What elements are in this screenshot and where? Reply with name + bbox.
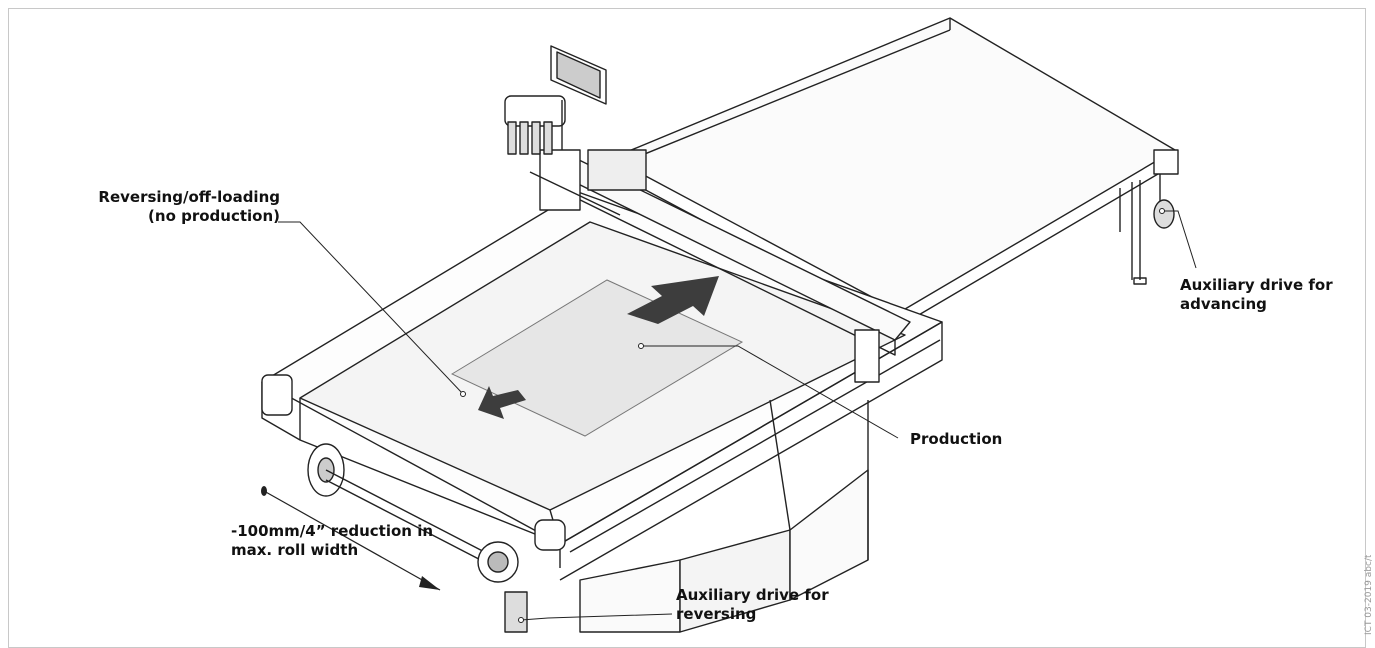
label-aux-advancing-line1: Auxiliary drive for bbox=[1180, 276, 1333, 295]
label-aux-drive-reversing: Auxiliary drive for reversing bbox=[676, 586, 829, 624]
label-aux-advancing-line2: advancing bbox=[1180, 295, 1333, 314]
label-roll-width-reduction: -100mm/4” reduction in max. roll width bbox=[231, 522, 433, 560]
label-reversing-line2: (no production) bbox=[40, 207, 280, 226]
side-reference-code: ICT 03-2019 abc/tms bbox=[1361, 555, 1375, 635]
label-production: Production bbox=[910, 430, 1002, 449]
label-aux-drive-advancing: Auxiliary drive for advancing bbox=[1180, 276, 1333, 314]
side-code-text: ICT 03-2019 abc/tms bbox=[1364, 555, 1374, 635]
label-reversing-line1: Reversing/off-loading bbox=[40, 188, 280, 207]
label-reduction-line2: max. roll width bbox=[231, 541, 433, 560]
label-aux-reversing-line2: reversing bbox=[676, 605, 829, 624]
label-reduction-line1: -100mm/4” reduction in bbox=[231, 522, 433, 541]
control-panel bbox=[505, 46, 606, 154]
label-reversing-offloading: Reversing/off-loading (no production) bbox=[40, 188, 280, 226]
label-aux-reversing-line1: Auxiliary drive for bbox=[676, 586, 829, 605]
cutting-table-illustration bbox=[0, 0, 1375, 635]
